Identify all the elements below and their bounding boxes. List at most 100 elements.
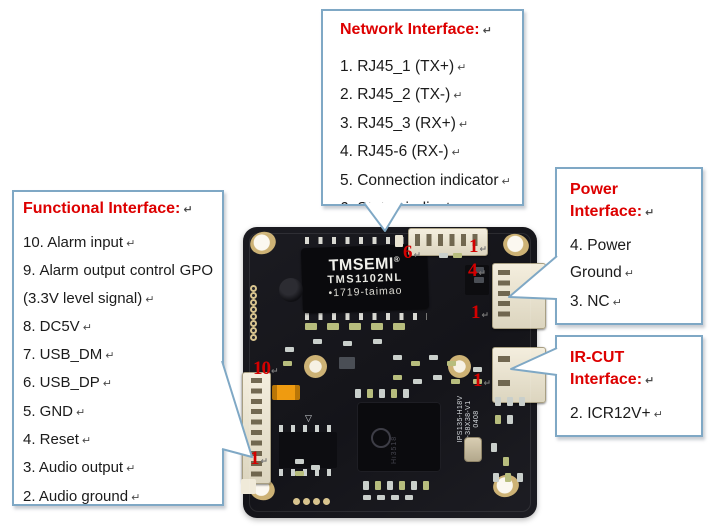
callout-item-list: 2. ICR12V+↵1. ICR12V-↵ [570, 400, 697, 435]
connector-pins [498, 356, 510, 394]
power-connector [492, 263, 546, 329]
callout-title: Network Interface:↵ [340, 21, 492, 38]
connector-tab [241, 479, 256, 494]
smd-pad [507, 415, 513, 424]
callout-item: 3. Audio output↵ [23, 459, 136, 477]
callout-item: 9. Alarm output control GPO (3.3V level … [23, 262, 213, 307]
smd-pad [447, 361, 456, 366]
smd-pad [474, 277, 484, 283]
smd-pad [379, 389, 385, 398]
fiducial-ring [448, 355, 471, 378]
through-hole [250, 292, 257, 299]
callout-item: 10. Alarm input↵ [23, 234, 136, 251]
callout-item: 2. Audio ground↵ [23, 487, 141, 505]
smd-pad [393, 375, 402, 380]
transformer-pins [305, 313, 427, 320]
smd-pad [285, 347, 294, 352]
smd-pad [493, 473, 499, 482]
transformer-pins [305, 237, 427, 244]
smd-pad [411, 361, 420, 366]
callout-item: 8. DC5V↵ [23, 317, 92, 335]
smd-pad [339, 357, 355, 369]
smd-pad [327, 323, 339, 330]
smd-pad [473, 379, 482, 384]
through-hole [250, 285, 257, 292]
through-hole [250, 306, 257, 313]
callout-network-interface: Network Interface:↵ 1. RJ45_1 (TX+)↵ 2. R… [321, 9, 524, 206]
through-hole [250, 313, 257, 320]
smd-pad [453, 253, 462, 258]
smd-pad [495, 415, 501, 424]
smd-pad [375, 481, 381, 490]
mounting-hole [247, 228, 279, 258]
smd-pad [349, 323, 361, 330]
smd-pad [519, 397, 525, 406]
smd-pad [413, 379, 422, 384]
silkscreen-model-text: IPS135-H18V -38X38-V1 0408 [457, 395, 480, 443]
smd-pad [505, 473, 511, 482]
smd-pad [429, 355, 438, 360]
smd-pad [371, 323, 383, 330]
smd-pad [393, 355, 402, 360]
pin-label-pwr-1: 1↵ [471, 302, 490, 323]
connector-pins [415, 234, 481, 246]
smd-pad [474, 267, 484, 273]
callout-item: 1. RJ45_1 (TX+)↵ [340, 58, 467, 75]
callout-item-list: 10. Alarm input↵ 9. Alarm output control … [23, 229, 213, 505]
callout-item: 3. RJ45_3 (RX+)↵ [340, 114, 469, 132]
pin-label-pwr-4: 4↵ [468, 260, 487, 281]
smd-pad [343, 341, 352, 346]
smd-pad [295, 459, 304, 464]
gold-pad-dot [303, 498, 310, 505]
smd-pad [363, 481, 369, 490]
smd-pad [503, 457, 509, 466]
soic-pins [279, 425, 337, 432]
tantalum-capacitor [272, 385, 300, 400]
callout-item: 4. RJ45-6 (RX-)↵ [340, 143, 461, 161]
inductor [279, 278, 303, 302]
smd-pad [313, 339, 322, 344]
smd-pad [473, 367, 482, 372]
callout-item: 2. NC↵ [570, 316, 697, 323]
gold-pad-dot [323, 498, 330, 505]
smd-pad [283, 361, 292, 366]
callout-item: 4. Reset↵ [23, 431, 92, 449]
callout-item: 2. ICR12V+↵ [570, 405, 663, 422]
soic-pins [279, 469, 337, 476]
fiducial-ring [304, 355, 327, 378]
callout-item: 6. Status indicator↵ [340, 195, 516, 204]
soic8-chip [279, 432, 337, 468]
smd-pad [377, 495, 385, 500]
through-hole [250, 334, 257, 341]
pin-label-func-10: 10↵ [253, 358, 278, 379]
callout-item: 2. RJ45_2 (TX-)↵ [340, 86, 463, 104]
smd-pad [391, 495, 399, 500]
smd-pad [405, 495, 413, 500]
smd-pad [395, 235, 403, 247]
smd-pad [363, 495, 371, 500]
soc-logo [371, 428, 391, 448]
mounting-hole [500, 231, 532, 259]
callout-item-list: 4. Power Ground↵3. NC↵2. NC↵1. DC12V↵ [570, 232, 697, 323]
smd-pad [373, 339, 382, 344]
smd-pad [423, 481, 429, 490]
callout-item: 5. GND↵ [23, 402, 86, 420]
callout-item: 6. USB_DP↵ [23, 374, 112, 392]
network-connector [408, 228, 488, 256]
pin-label-net-1: 1↵ [469, 236, 488, 257]
callout-title: Functional Interface:↵ [23, 200, 193, 217]
callout-item: 4. Power Ground↵ [570, 237, 634, 282]
smd-pad [439, 253, 448, 258]
pin-label-ircut-1: 1↵ [473, 370, 492, 391]
ircut-connector [492, 347, 546, 403]
smd-pad [391, 389, 397, 398]
smd-pad [399, 481, 405, 490]
connector-pins [498, 270, 510, 322]
pin-label-func-1: 1↵ [250, 448, 269, 469]
callout-ircut-interface: IR-CUT Interface:↵ 2. ICR12V+↵1. ICR12V-… [555, 335, 703, 437]
callout-title: Power Interface:↵ [570, 181, 655, 220]
gold-pad-dot [293, 498, 300, 505]
callout-item: 3. NC↵ [570, 292, 622, 310]
soc-marking: Hi3518 [391, 435, 398, 464]
